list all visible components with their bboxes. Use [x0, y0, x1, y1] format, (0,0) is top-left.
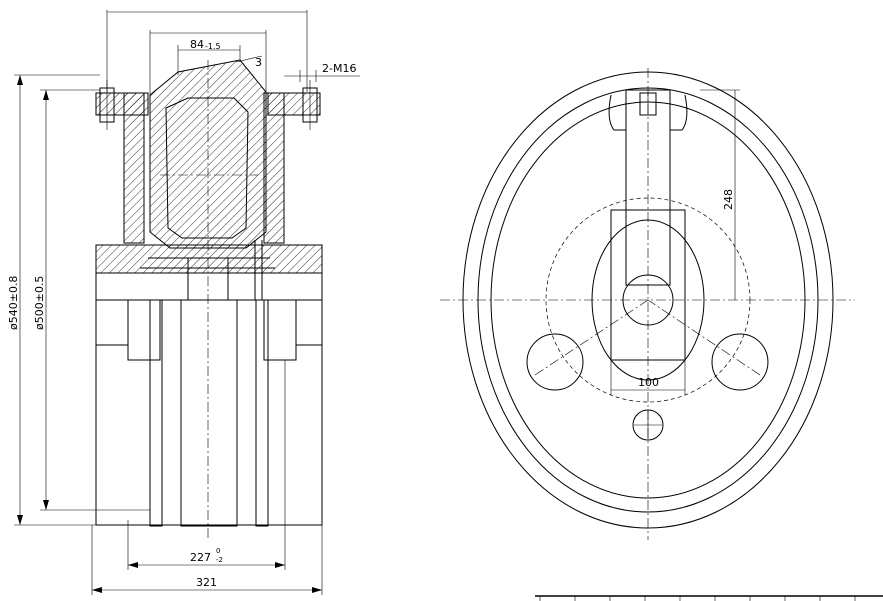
- dim-tread-tolerance: -1.5: [205, 42, 221, 51]
- dim-overall-width: 321: [196, 576, 217, 589]
- dim-slot-width: 100: [638, 376, 659, 389]
- dim-angle: 3: [255, 56, 262, 69]
- dim-outer-diameter: ø540±0.8: [7, 276, 20, 330]
- dim-tread-width: 84: [190, 38, 204, 51]
- dim-hub-tol-upper: 0: [216, 547, 220, 555]
- front-view: 248 100: [440, 68, 855, 540]
- dim-slot-height: 248: [722, 189, 735, 210]
- dim-hub-width: 227: [190, 551, 211, 564]
- scale-bar: [535, 595, 883, 601]
- dim-inner-diameter: ø500±0.5: [33, 276, 46, 330]
- section-view: ø540±0.8 ø500±0.5 84 -1.5 3 2-M16 227 0 …: [7, 10, 360, 595]
- dim-bolt-spec: 2-M16: [322, 62, 356, 75]
- dim-hub-tol-lower: -2: [216, 556, 223, 564]
